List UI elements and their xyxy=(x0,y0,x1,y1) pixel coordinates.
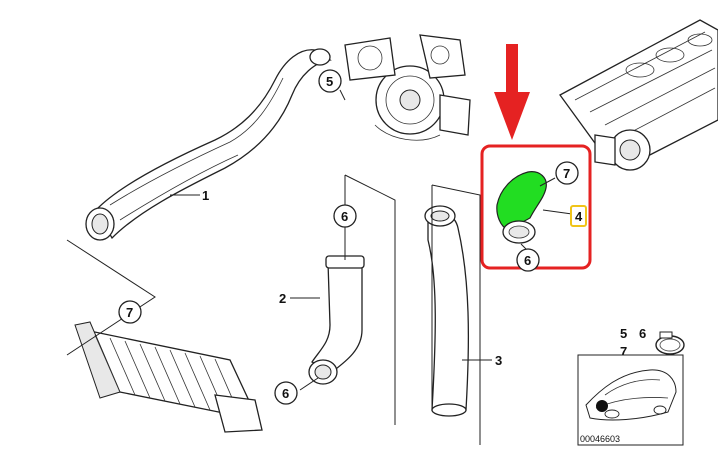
callout-6-box: 6 xyxy=(516,248,540,272)
indicator-arrow xyxy=(494,44,530,140)
hose-3[interactable] xyxy=(424,205,470,417)
intake-manifold xyxy=(559,19,718,171)
callout-5: 5 xyxy=(318,69,342,93)
svg-text:5: 5 xyxy=(620,326,627,341)
callout-1: 1 xyxy=(202,188,209,203)
callout-7-left: 7 xyxy=(118,300,142,324)
hose-4-highlighted[interactable] xyxy=(496,171,547,244)
svg-text:7: 7 xyxy=(563,166,570,181)
diagram-code: 00046603 xyxy=(580,434,620,444)
leader-lines xyxy=(170,89,573,391)
callout-7-box: 7 xyxy=(555,161,579,185)
inset-legend: 5 6 7 xyxy=(620,326,685,359)
hose-clamp-icon xyxy=(655,331,685,355)
svg-text:4: 4 xyxy=(575,209,583,224)
callout-6-top: 6 xyxy=(333,204,357,228)
svg-text:6: 6 xyxy=(524,253,531,268)
svg-text:7: 7 xyxy=(620,344,627,359)
hose-1[interactable] xyxy=(85,48,332,241)
svg-text:7: 7 xyxy=(126,305,133,320)
svg-text:3: 3 xyxy=(495,353,502,368)
car-location-inset: 00046603 xyxy=(577,354,684,446)
callout-4: 4 xyxy=(570,205,587,227)
intercooler xyxy=(74,321,263,433)
svg-text:6: 6 xyxy=(639,326,646,341)
location-marker xyxy=(596,400,608,412)
callout-6-bottom: 6 xyxy=(274,381,298,405)
svg-text:1: 1 xyxy=(202,188,209,203)
turbocharger xyxy=(344,34,471,141)
svg-text:5: 5 xyxy=(326,74,333,89)
hose-2[interactable] xyxy=(308,255,365,385)
callout-2: 2 xyxy=(279,291,286,306)
svg-text:6: 6 xyxy=(282,386,289,401)
svg-text:2: 2 xyxy=(279,291,286,306)
svg-text:6: 6 xyxy=(341,209,348,224)
callout-3: 3 xyxy=(495,353,502,368)
